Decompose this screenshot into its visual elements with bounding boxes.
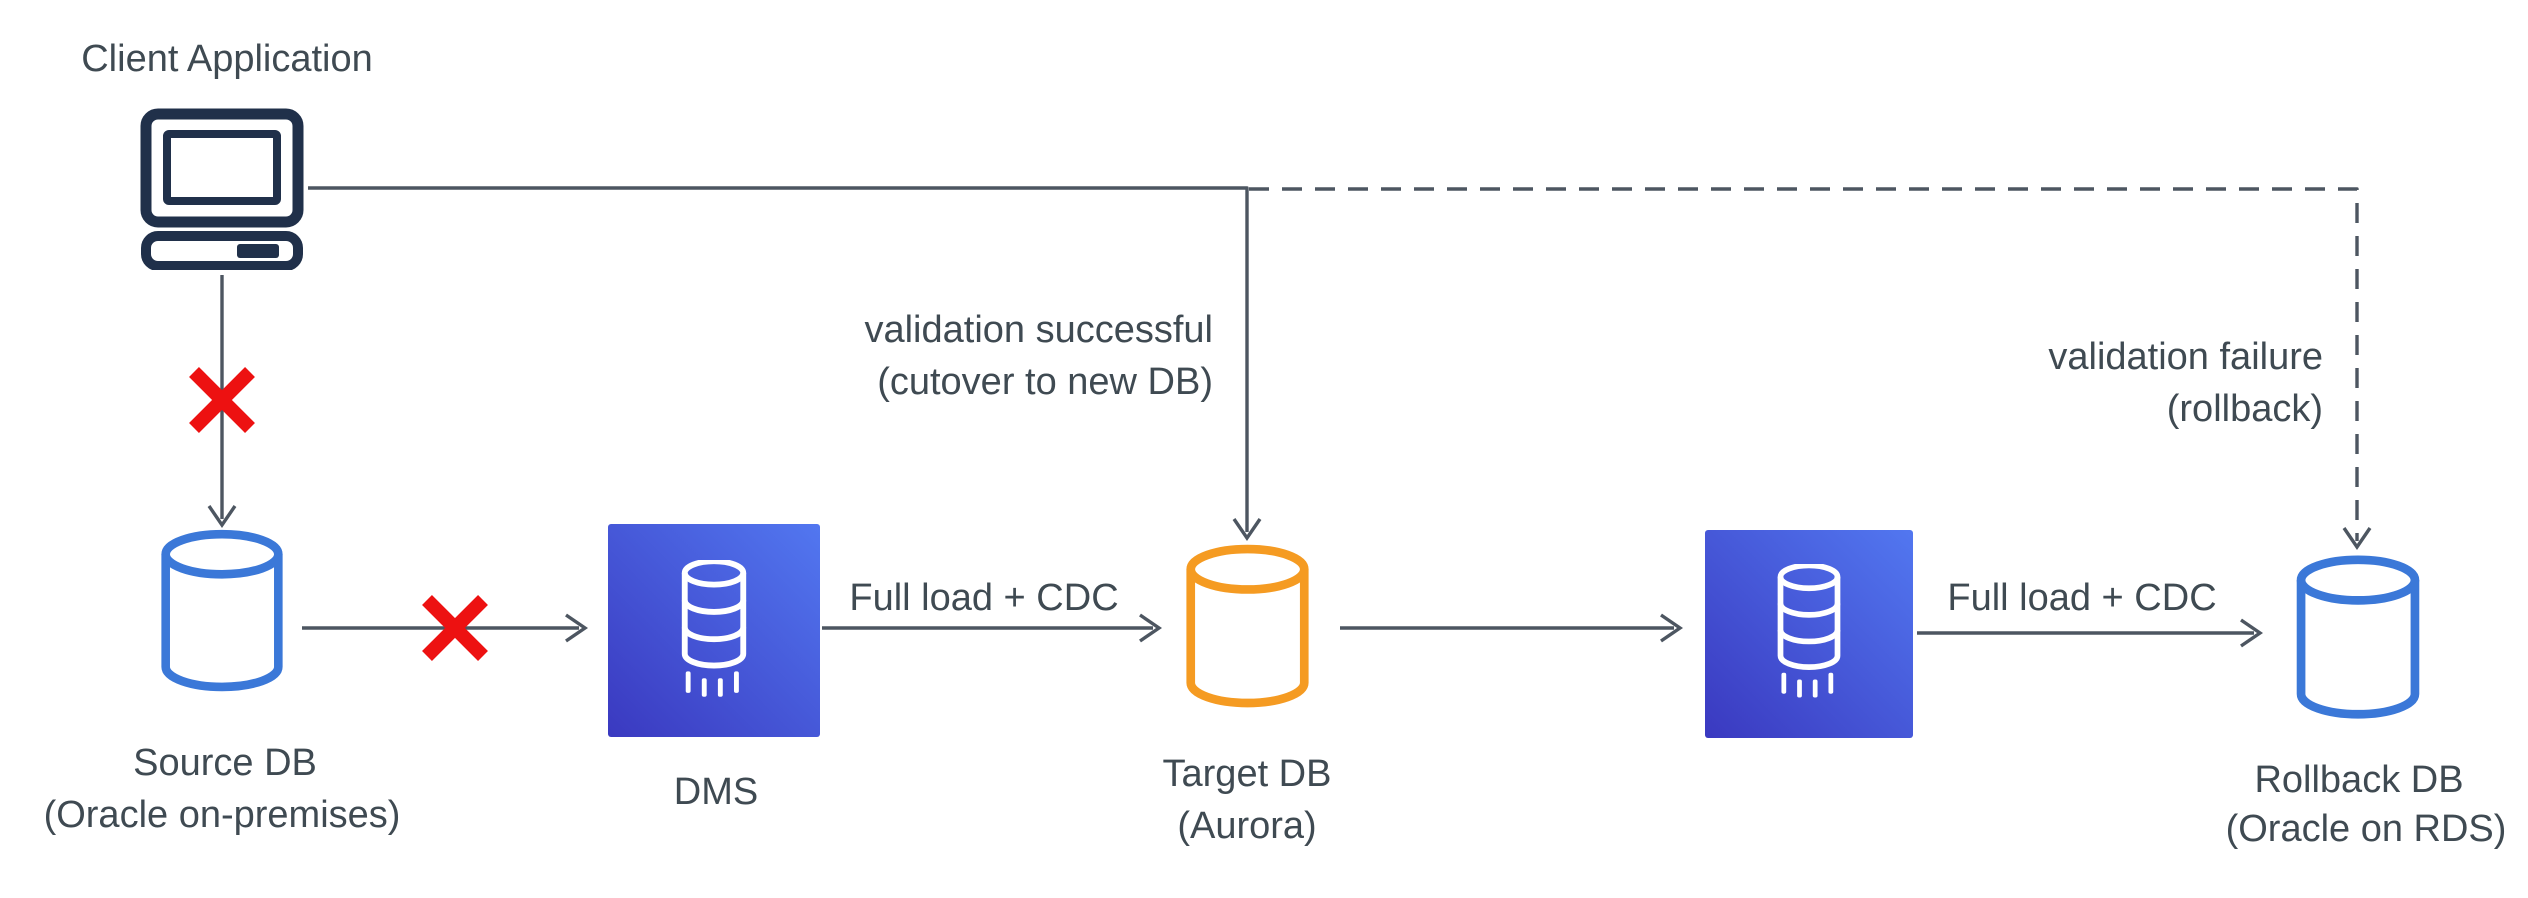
blocked-x-source-dms-icon (422, 595, 488, 661)
connector-dms2-to-rollback (1917, 618, 2264, 648)
connector-target-to-dms2 (1340, 613, 1684, 643)
client-label: Client Application (81, 38, 373, 80)
validation-failure-label: validation failure (rollback) (2048, 331, 2323, 435)
target-db-icon (1186, 544, 1309, 708)
blocked-x-client-source-icon (189, 367, 255, 433)
connector-source-to-dms (302, 613, 589, 643)
source-db-sublabel: (Oracle on-premises) (43, 794, 401, 836)
validation-failure-line1: validation failure (2048, 336, 2323, 378)
full-load-cdc-label-1: Full load + CDC (849, 577, 1119, 619)
dms2-database-glyph-icon (1777, 564, 1841, 698)
validation-successful-label: validation successful (cutover to new DB… (864, 304, 1213, 408)
dms2-icon (1705, 530, 1913, 738)
source-db-label: Source DB (133, 742, 317, 784)
target-db-label: Target DB (1162, 753, 1332, 795)
target-db-sublabel: (Aurora) (1177, 805, 1317, 847)
rollback-db-label: Rollback DB (2254, 759, 2464, 801)
client-computer-icon (140, 108, 304, 270)
connector-dms-to-target (822, 613, 1163, 643)
dms-database-glyph-icon (681, 560, 747, 697)
validation-successful-line2: (cutover to new DB) (877, 361, 1213, 403)
rollback-db-sublabel: (Oracle on RDS) (2225, 808, 2507, 850)
dms-label: DMS (673, 771, 759, 813)
connector-client-to-rollback-dashed (1249, 187, 2372, 551)
connector-client-to-target (308, 186, 1262, 542)
source-db-icon (161, 529, 283, 692)
dms-icon (608, 524, 820, 737)
rollback-db-icon (2296, 555, 2420, 719)
validation-successful-line1: validation successful (864, 309, 1213, 351)
full-load-cdc-label-2: Full load + CDC (1947, 577, 2217, 619)
validation-failure-line2: (rollback) (2166, 388, 2323, 430)
